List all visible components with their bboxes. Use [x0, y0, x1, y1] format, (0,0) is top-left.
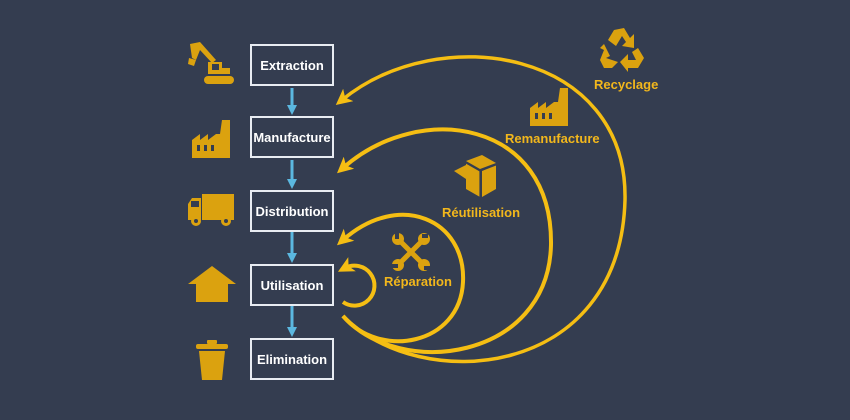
house-icon — [188, 266, 236, 302]
excavator-icon — [188, 42, 234, 84]
stage-utilisation: Utilisation — [250, 264, 334, 306]
arc-reparation — [337, 257, 377, 308]
recycle-icon — [600, 28, 644, 72]
stage-label: Manufacture — [253, 129, 331, 145]
stage-extraction: Extraction — [250, 44, 334, 86]
loop-label-remanufacture: Remanufacture — [505, 131, 600, 146]
arc-recyclage — [335, 55, 627, 364]
wrench-cross-icon — [392, 233, 430, 271]
stage-label: Extraction — [260, 57, 324, 73]
stage-label: Distribution — [255, 203, 329, 219]
truck-icon — [188, 194, 234, 226]
stage-manufacture: Manufacture — [250, 116, 334, 158]
stage-label: Utilisation — [260, 277, 324, 293]
open-box-icon — [454, 155, 497, 197]
trash-can-icon — [196, 340, 228, 380]
arc-remanufacture — [336, 127, 554, 354]
stage-distribution: Distribution — [250, 190, 334, 232]
loop-label-reparation: Réparation — [384, 274, 452, 289]
loop-label-recyclage: Recyclage — [594, 77, 659, 92]
remanufacture-factory-icon — [530, 88, 568, 126]
stage-label: Elimination — [256, 351, 328, 367]
arc-reutilisation — [336, 212, 466, 344]
factory-icon — [192, 120, 230, 158]
stage-elimination: Elimination — [250, 338, 334, 380]
loop-label-reutilisation: Réutilisation — [442, 205, 521, 220]
